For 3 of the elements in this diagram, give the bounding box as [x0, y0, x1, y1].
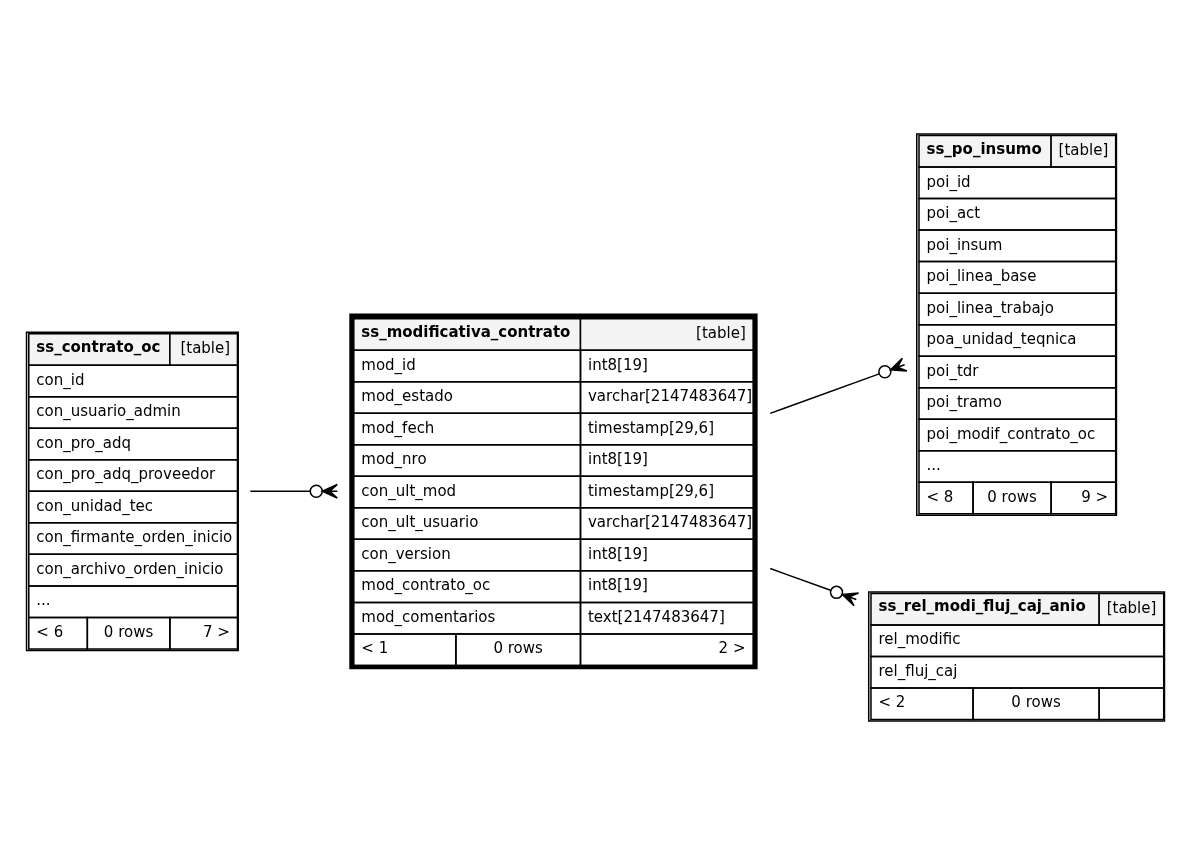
- connector: [249, 483, 338, 499]
- connector: [769, 357, 908, 415]
- connector: [769, 567, 860, 607]
